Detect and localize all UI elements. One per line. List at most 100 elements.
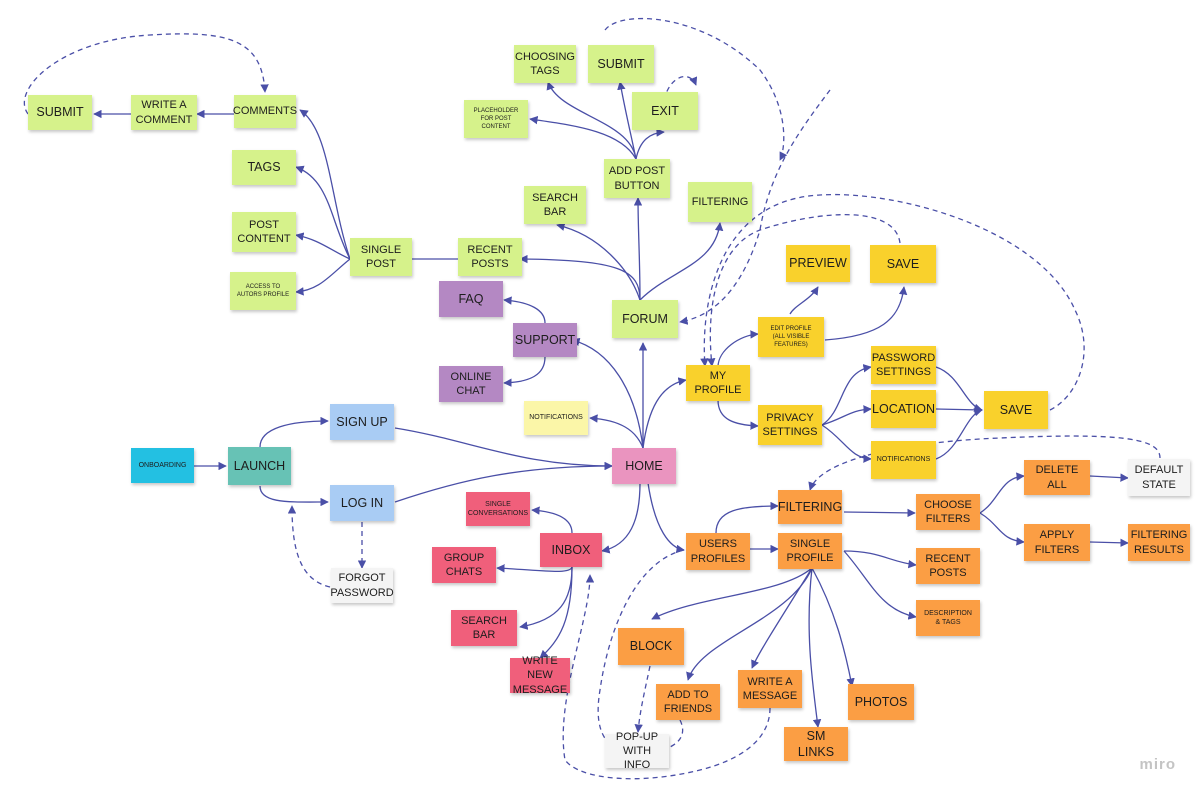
note-save-edit[interactable]: SAVE xyxy=(870,245,936,283)
connector xyxy=(811,567,855,687)
note-notifications-privacy[interactable]: NOTIFICATIONS xyxy=(871,441,936,479)
connector xyxy=(571,337,644,449)
note-onboarding[interactable]: ONBOARDING xyxy=(131,448,194,483)
connector xyxy=(299,109,351,260)
connector xyxy=(843,550,917,569)
note-log-in[interactable]: LOG IN xyxy=(330,485,394,521)
note-filtering-forum[interactable]: FILTERING xyxy=(688,182,752,222)
note-search-forum[interactable]: SEARCH BAR xyxy=(524,186,586,224)
note-photos[interactable]: PHOTOS xyxy=(848,684,914,720)
note-my-profile[interactable]: MY PROFILE xyxy=(686,365,750,401)
connector xyxy=(706,214,901,367)
note-search-inbox[interactable]: SEARCH BAR xyxy=(451,610,517,646)
note-single-post[interactable]: SINGLE POST xyxy=(350,238,412,276)
connector xyxy=(935,405,983,415)
note-description-tags[interactable]: DESCRIPTION & TAGS xyxy=(916,600,980,636)
note-popup-info[interactable]: POP-UP WITH INFO xyxy=(605,731,669,771)
connector xyxy=(651,567,813,620)
connector xyxy=(635,128,665,160)
note-delete-all[interactable]: DELETE ALL xyxy=(1024,460,1090,495)
note-apply-filters[interactable]: APPLY FILTERS xyxy=(1024,524,1090,561)
connector xyxy=(715,501,779,534)
note-save-privacy[interactable]: SAVE xyxy=(984,391,1048,429)
note-notifications-home[interactable]: NOTIFICATIONS xyxy=(524,401,588,435)
connector xyxy=(601,482,641,554)
note-edit-profile[interactable]: EDIT PROFILE (ALL VISIBLE FEATURES) xyxy=(758,317,824,357)
note-password-settings[interactable]: PASSWORD SETTINGS xyxy=(871,346,936,384)
note-sign-up[interactable]: SIGN UP xyxy=(330,404,394,440)
connector xyxy=(604,17,788,161)
note-choose-filters[interactable]: CHOOSE FILTERS xyxy=(916,494,980,530)
note-privacy-settings[interactable]: PRIVACY SETTINGS xyxy=(758,405,822,445)
note-write-new-message[interactable]: WRITE NEW MESSAGE xyxy=(510,655,570,696)
note-write-message[interactable]: WRITE A MESSAGE xyxy=(738,670,802,708)
note-filtering-results[interactable]: FILTERING RESULTS xyxy=(1128,524,1190,561)
note-online-chat[interactable]: ONLINE CHAT xyxy=(439,366,503,402)
note-group-chats[interactable]: GROUP CHATS xyxy=(432,547,496,583)
connector xyxy=(519,254,641,301)
note-home[interactable]: HOME xyxy=(612,448,676,484)
note-location[interactable]: LOCATION xyxy=(871,390,936,428)
connector xyxy=(717,399,759,430)
connector xyxy=(843,550,917,620)
connector xyxy=(639,222,724,301)
connector xyxy=(503,296,546,324)
connector xyxy=(531,506,573,534)
connector xyxy=(496,564,573,573)
connector xyxy=(539,566,573,659)
connector xyxy=(821,405,872,426)
note-forgot-password[interactable]: FORGOT PASSWORD xyxy=(330,568,394,603)
connector xyxy=(808,567,822,728)
note-launch[interactable]: LAUNCH xyxy=(228,447,291,485)
note-inbox[interactable]: INBOX xyxy=(540,533,602,567)
connector xyxy=(935,366,983,412)
connector xyxy=(843,508,916,518)
connector xyxy=(295,258,351,296)
note-write-comment[interactable]: WRITE A COMMENT xyxy=(131,95,197,130)
note-preview[interactable]: PREVIEW xyxy=(786,245,850,282)
note-add-post[interactable]: ADD POST BUTTON xyxy=(604,159,670,198)
connector xyxy=(789,286,819,315)
note-comments[interactable]: COMMENTS xyxy=(233,95,297,128)
note-single-profile[interactable]: SINGLE PROFILE xyxy=(778,533,842,569)
note-placeholder[interactable]: PLACEHOLDER FOR POST CONTENT xyxy=(464,100,528,138)
connector xyxy=(824,286,908,341)
note-submit-comment[interactable]: SUBMIT xyxy=(28,95,92,130)
connector xyxy=(1089,538,1129,548)
note-default-state[interactable]: DEFAULT STATE xyxy=(1128,459,1190,496)
connector xyxy=(821,424,872,463)
note-post-content[interactable]: POST CONTENT xyxy=(232,212,296,252)
note-access-profile[interactable]: ACCESS TO AUTORS PROFILE xyxy=(230,272,296,310)
note-recent-posts-profile[interactable]: RECENT POSTS xyxy=(916,548,980,584)
connector xyxy=(529,115,637,160)
note-add-friends[interactable]: ADD TO FRIENDS xyxy=(656,684,720,720)
connector xyxy=(935,408,983,460)
note-exit[interactable]: EXIT xyxy=(632,92,698,130)
connector xyxy=(562,574,771,780)
note-submit-post[interactable]: SUBMIT xyxy=(588,45,654,83)
note-forum[interactable]: FORUM xyxy=(612,300,678,338)
connector xyxy=(589,414,644,449)
connector xyxy=(295,165,351,260)
connector xyxy=(979,472,1025,514)
note-filtering-users[interactable]: FILTERING xyxy=(778,490,842,524)
note-choosing-tags[interactable]: CHOOSING TAGS xyxy=(514,45,576,83)
note-faq[interactable]: FAQ xyxy=(439,281,503,317)
note-recent-posts-forum[interactable]: RECENT POSTS xyxy=(458,238,522,276)
note-support[interactable]: SUPPORT xyxy=(513,323,577,357)
connector xyxy=(295,232,351,260)
connector xyxy=(808,435,1161,491)
connector xyxy=(1089,473,1129,482)
note-single-conversations[interactable]: SINGLE CONVERSATIONS xyxy=(466,492,530,526)
connector xyxy=(519,566,573,630)
connector xyxy=(556,222,641,301)
note-tags[interactable]: TAGS xyxy=(232,150,296,185)
connector xyxy=(503,356,546,387)
connector xyxy=(717,330,759,368)
note-block[interactable]: BLOCK xyxy=(618,628,684,665)
note-users-profiles[interactable]: USERS PROFILES xyxy=(686,533,750,570)
connector xyxy=(979,512,1025,546)
note-sm-links[interactable]: SM LINKS xyxy=(784,727,848,761)
